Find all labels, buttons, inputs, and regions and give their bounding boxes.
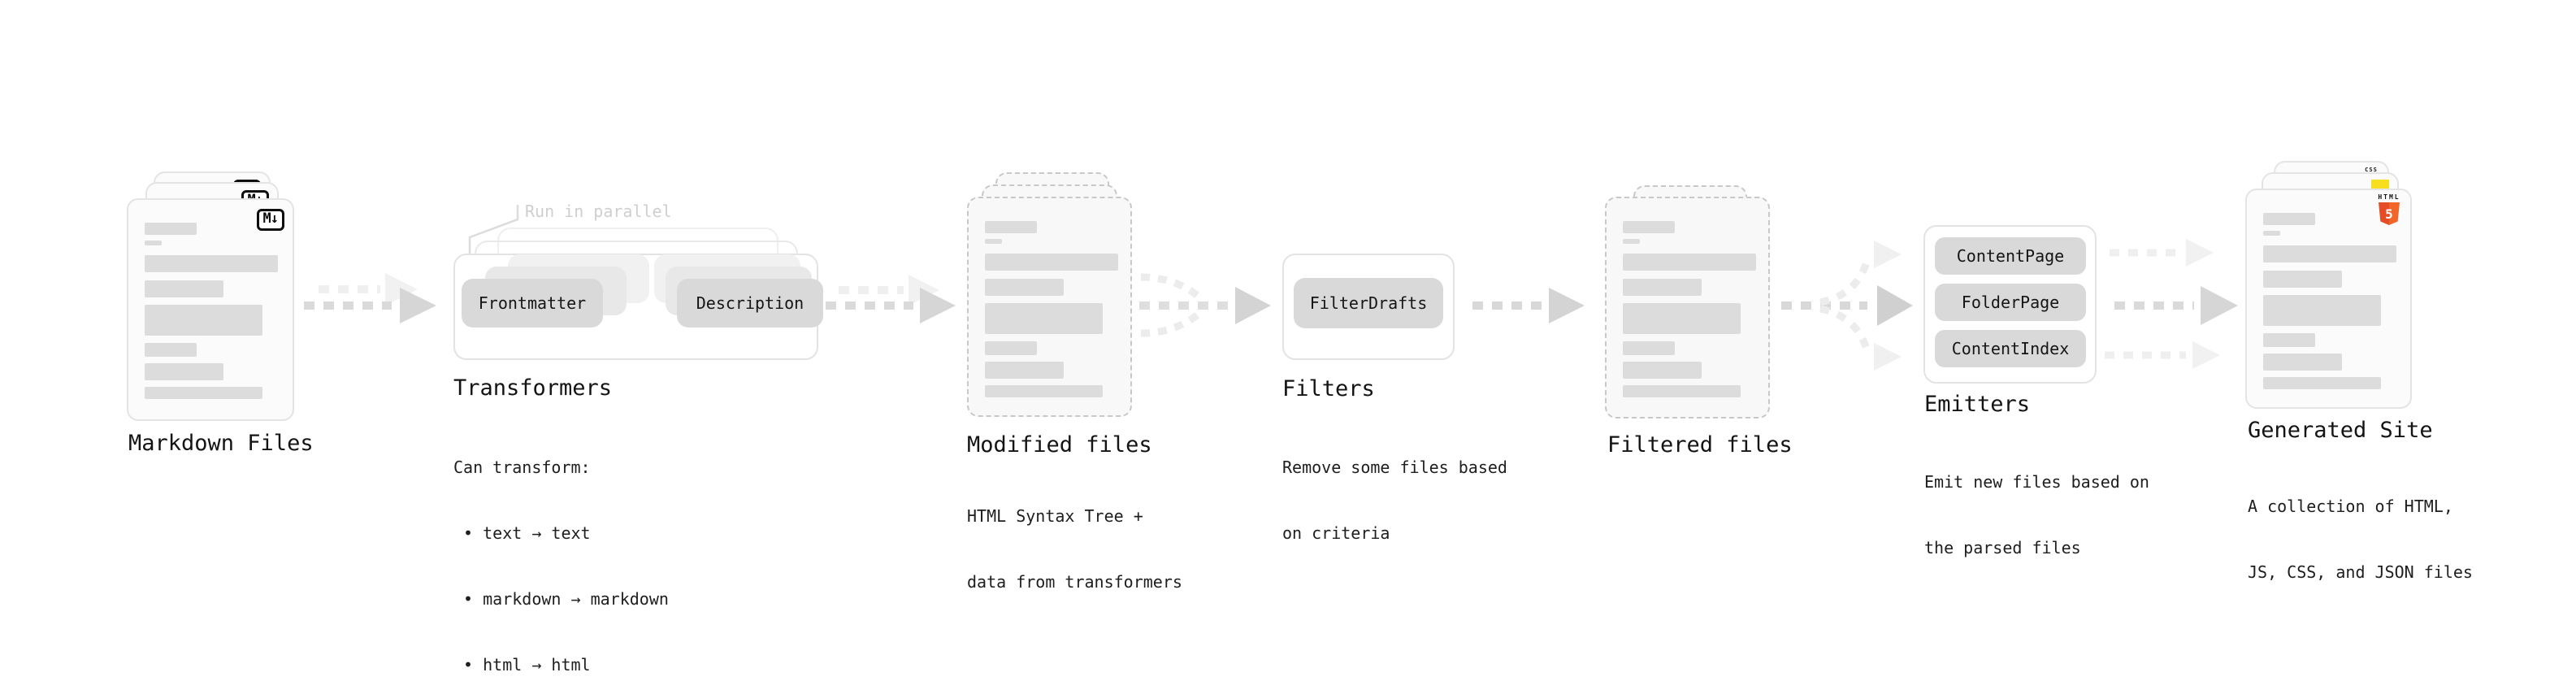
emitters-desc-line: the parsed files bbox=[1924, 538, 2081, 557]
transformers-desc-line: • markdown → markdown bbox=[453, 589, 669, 609]
generated-desc-line: JS, CSS, and JSON files bbox=[2248, 562, 2473, 582]
contentindex-pill: ContentIndex bbox=[1935, 330, 2086, 367]
transformers-desc-line: • html → html bbox=[453, 655, 591, 674]
generated-site-description: A collection of HTML, JS, CSS, and JSON … bbox=[2248, 452, 2473, 627]
generated-desc-line: A collection of HTML, bbox=[2248, 497, 2453, 516]
arrow-transformers-to-modified bbox=[826, 275, 956, 323]
css-icon-word: CSS bbox=[2365, 167, 2378, 173]
transformers-description: Can transform: • text → text • markdown … bbox=[453, 413, 669, 681]
document-text-placeholder bbox=[2263, 213, 2396, 389]
arrow-markdown-to-transformers bbox=[304, 273, 436, 323]
filters-description: Remove some files based on criteria bbox=[1282, 413, 1507, 588]
modified-files-label: Modified files bbox=[967, 432, 1152, 458]
contentpage-pill: ContentPage bbox=[1935, 237, 2086, 275]
folderpage-pill: FolderPage bbox=[1935, 284, 2086, 321]
transformers-label: Transformers bbox=[453, 375, 613, 401]
html5-icon-shield: 5 bbox=[2379, 202, 2400, 225]
html5-icon-numeral: 5 bbox=[2385, 206, 2393, 222]
frontmatter-pill: Frontmatter bbox=[462, 279, 603, 327]
modified-files-description: HTML Syntax Tree + data from transformer… bbox=[967, 462, 1182, 637]
filtered-file-card-front bbox=[1605, 197, 1770, 419]
arrow-filtered-to-emitters bbox=[1781, 241, 1913, 371]
js-icon bbox=[2371, 180, 2389, 189]
generated-site-card-front: HTML 5 bbox=[2245, 189, 2412, 409]
document-text-placeholder bbox=[985, 221, 1118, 397]
html5-icon: HTML 5 bbox=[2374, 194, 2404, 225]
modified-desc-line: HTML Syntax Tree + bbox=[967, 506, 1143, 526]
emitters-label: Emitters bbox=[1924, 392, 2031, 417]
filters-desc-line: Remove some files based bbox=[1282, 458, 1507, 477]
markdown-file-card-front: M↓ bbox=[127, 198, 294, 421]
filtered-files-label: Filtered files bbox=[1607, 432, 1793, 458]
modified-desc-line: data from transformers bbox=[967, 572, 1182, 592]
transformers-desc-line: Can transform: bbox=[453, 458, 591, 477]
description-pill: Description bbox=[677, 279, 823, 327]
arrow-modified-to-filters bbox=[1139, 273, 1271, 337]
filters-desc-line: on criteria bbox=[1282, 523, 1390, 543]
generated-site-label: Generated Site bbox=[2248, 418, 2433, 443]
arrow-emitters-to-generated bbox=[2105, 239, 2238, 369]
filterdrafts-pill: FilterDrafts bbox=[1294, 278, 1443, 328]
arrow-filters-to-filtered bbox=[1472, 288, 1585, 323]
emitters-desc-line: Emit new files based on bbox=[1924, 472, 2149, 492]
run-in-parallel-annotation: Run in parallel bbox=[525, 202, 672, 221]
html5-icon-word: HTML bbox=[2378, 193, 2400, 201]
modified-file-card-front bbox=[967, 197, 1132, 417]
document-text-placeholder bbox=[145, 223, 278, 399]
emitters-description: Emit new files based on the parsed files bbox=[1924, 427, 2149, 603]
document-text-placeholder bbox=[1623, 221, 1756, 397]
markdown-files-label: Markdown Files bbox=[128, 431, 314, 456]
transformers-desc-line: • text → text bbox=[453, 523, 591, 543]
filters-label: Filters bbox=[1282, 376, 1375, 401]
markdown-icon: M↓ bbox=[256, 209, 284, 231]
